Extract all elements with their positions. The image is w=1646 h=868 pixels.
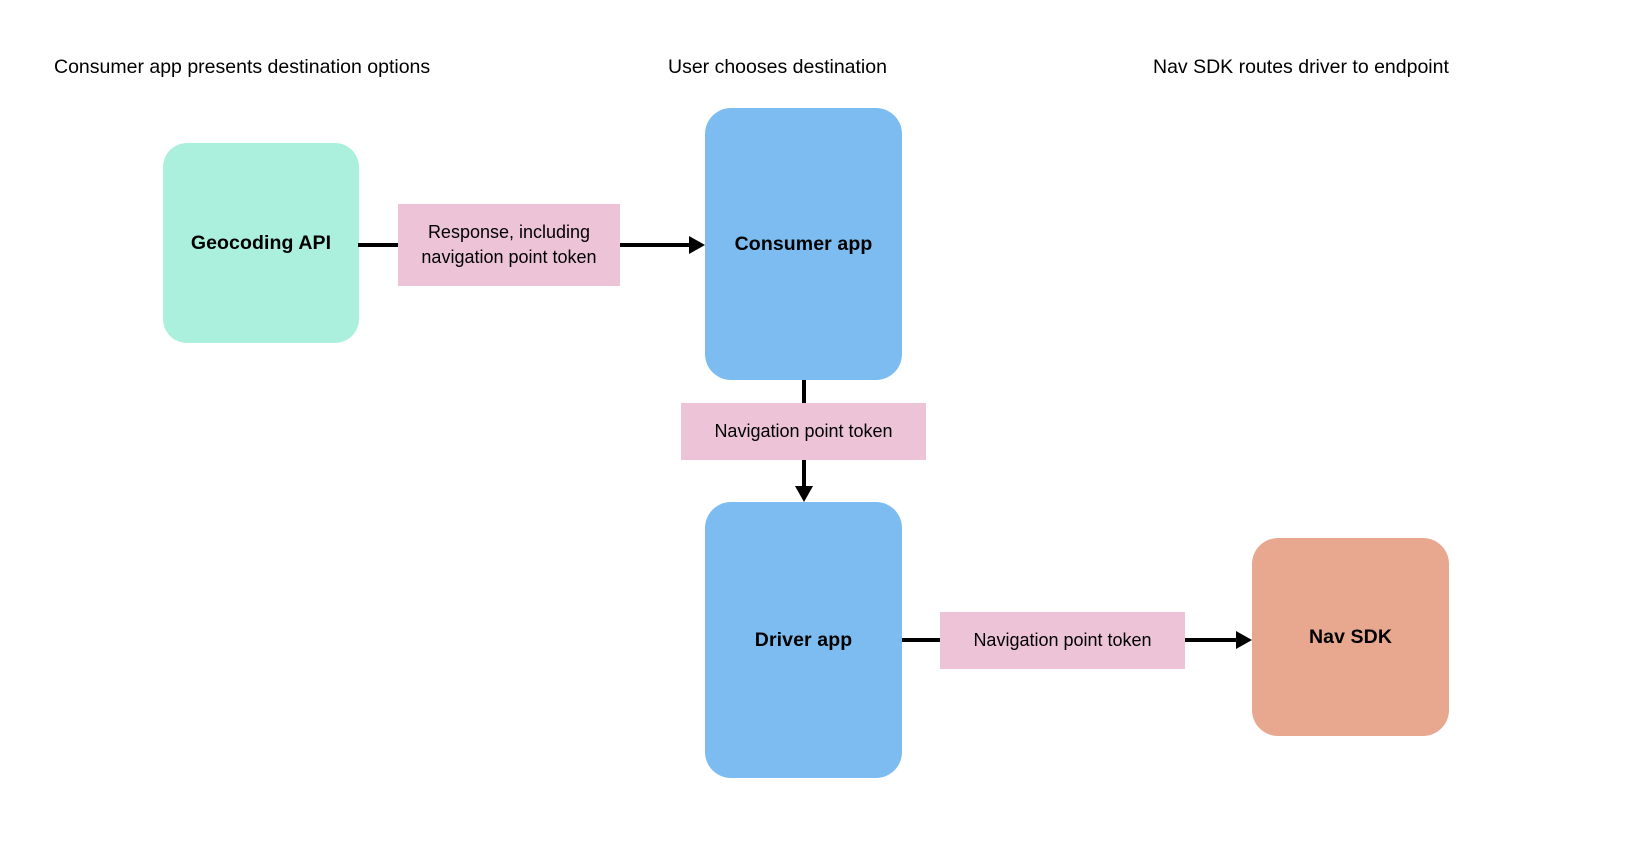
arrowhead-label-to-nav-sdk <box>1236 631 1252 649</box>
node-consumer-app[interactable]: Consumer app <box>705 108 902 380</box>
edge-label-text-response-including-navigation-point-token: Response, including navigation point tok… <box>421 222 597 267</box>
edge-driver-app-to-label <box>878 616 964 664</box>
arrowhead-label-to-driver-app <box>795 486 813 502</box>
edge-label-navigation-point-token-driver-to-navsdk[interactable]: Navigation point token <box>940 612 1185 669</box>
edge-label-text-navigation-point-token-driver-to-navsdk: Navigation point token <box>973 630 1152 651</box>
edge-geocoding-api-to-label <box>334 221 422 269</box>
arrowhead-label-to-consumer-app <box>689 236 705 254</box>
node-driver-app[interactable]: Driver app <box>705 502 902 778</box>
node-nav-sdk[interactable]: Nav SDK <box>1252 538 1449 736</box>
edge-label-to-nav-sdk <box>1161 616 1276 664</box>
node-label-nav-sdk: Nav SDK <box>1308 625 1393 648</box>
edge-label-to-driver-app <box>780 436 828 526</box>
edge-label-to-consumer-app <box>596 221 729 269</box>
column-header-stage-2: User chooses destination <box>668 56 887 78</box>
column-header-stage-1: Consumer app presents destination option… <box>54 56 431 78</box>
edge-consumer-app-to-label <box>780 356 828 427</box>
column-header-stage-3: Nav SDK routes driver to endpoint <box>1153 56 1449 78</box>
node-geocoding-api[interactable]: Geocoding API <box>163 143 359 343</box>
node-label-driver-app: Driver app <box>754 628 853 651</box>
edge-label-navigation-point-token-consumer-to-driver[interactable]: Navigation point token <box>681 403 926 460</box>
edge-label-response-including-navigation-point-token[interactable]: Response, including navigation point tok… <box>398 204 620 286</box>
node-label-geocoding-api: Geocoding API <box>190 231 332 254</box>
node-label-consumer-app: Consumer app <box>734 232 873 255</box>
edge-label-text-navigation-point-token-consumer-to-driver: Navigation point token <box>714 421 893 442</box>
